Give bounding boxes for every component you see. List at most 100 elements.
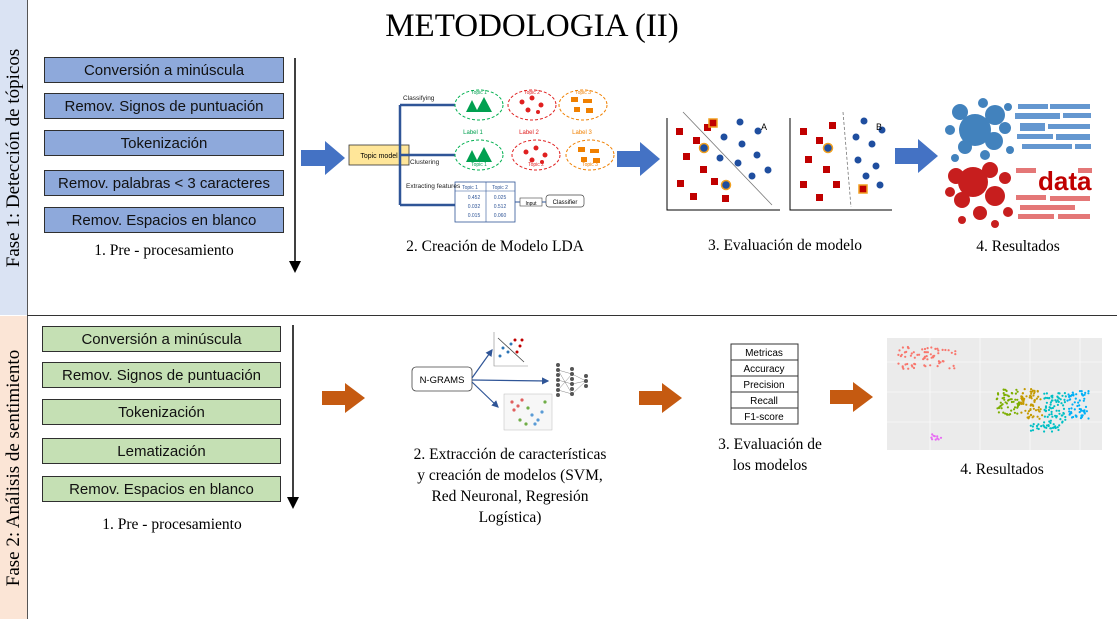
metric-precision: Precision xyxy=(743,380,784,391)
extraction-caption-line-2: y creación de modelos (SVM, xyxy=(417,467,603,484)
map-point xyxy=(1063,398,1066,401)
map-point xyxy=(1050,395,1053,398)
lda-cell-3-2: 0.060 xyxy=(494,213,507,219)
map-point xyxy=(1064,395,1067,398)
map-point xyxy=(997,393,1000,396)
neural-network-mini xyxy=(556,363,588,397)
evaluation-plot-a-label: A xyxy=(761,122,767,132)
lda-topic-3-top: Topic 3 xyxy=(575,90,591,96)
map-point xyxy=(936,435,939,438)
map-point xyxy=(1071,403,1074,406)
map-point xyxy=(1016,390,1019,393)
map-point xyxy=(1072,415,1075,419)
map-point xyxy=(941,348,944,351)
models-evaluation-caption: 3. Evaluación de los modelos xyxy=(700,434,840,476)
map-point xyxy=(1084,391,1087,394)
map-point xyxy=(1069,398,1072,401)
map-point xyxy=(1020,402,1023,405)
map-point xyxy=(1073,408,1076,411)
map-point xyxy=(1083,397,1086,400)
svm-mini-plot xyxy=(493,332,528,367)
map-point xyxy=(1055,416,1058,419)
map-point xyxy=(1030,413,1033,417)
map-point xyxy=(1064,418,1067,421)
map-point xyxy=(1022,401,1025,404)
map-point xyxy=(1029,429,1033,432)
map-point xyxy=(1048,413,1051,416)
metrics-box xyxy=(730,343,799,425)
page-title: METODOLOGIA (II) xyxy=(385,8,679,44)
map-point xyxy=(1002,392,1005,395)
map-point xyxy=(1009,413,1012,416)
lda-branch-extracting: Extracting features xyxy=(406,183,461,190)
map-point xyxy=(1045,392,1048,395)
map-point xyxy=(1054,414,1057,417)
map-point xyxy=(1025,403,1028,406)
models-evaluation-line-2: los modelos xyxy=(732,457,808,474)
map-point xyxy=(906,345,910,349)
phase1-results-caption: 4. Resultados xyxy=(976,238,1060,255)
phase2-results-caption: 4. Resultados xyxy=(960,461,1044,478)
map-point xyxy=(1010,409,1013,412)
map-point xyxy=(931,438,934,441)
map-point xyxy=(1055,400,1058,403)
map-point xyxy=(1078,404,1081,407)
map-point xyxy=(1062,404,1065,407)
map-point xyxy=(1085,410,1088,413)
map-point xyxy=(925,355,928,358)
map-point xyxy=(1011,392,1014,395)
map-point xyxy=(1073,401,1076,404)
map-point xyxy=(898,349,901,352)
map-point xyxy=(936,365,939,368)
map-point xyxy=(1002,396,1006,399)
map-point xyxy=(1038,417,1041,420)
metric-recall: Recall xyxy=(750,396,778,407)
arrow-orange-1 xyxy=(322,383,365,413)
map-point xyxy=(1029,408,1032,412)
evaluation-plot-b-label: B xyxy=(876,122,882,132)
map-point xyxy=(1004,388,1007,391)
map-point xyxy=(1059,398,1062,401)
phase1-step-tokenization: Tokenización xyxy=(44,130,284,156)
map-point xyxy=(902,367,905,370)
map-point xyxy=(1049,401,1052,404)
map-point xyxy=(997,411,1001,414)
map-point xyxy=(1044,410,1047,413)
map-point xyxy=(1061,414,1064,417)
map-point xyxy=(1050,430,1054,433)
map-point xyxy=(916,353,919,356)
map-point xyxy=(923,355,927,358)
phase2-step-tokenization: Tokenización xyxy=(42,399,281,425)
map-point xyxy=(1014,392,1018,395)
map-point xyxy=(1058,424,1061,427)
map-point xyxy=(1051,406,1054,410)
map-point xyxy=(1005,402,1009,405)
map-point xyxy=(1081,393,1084,396)
map-point xyxy=(918,353,921,356)
lda-label-2: Label 2 xyxy=(519,130,539,136)
map-point xyxy=(1068,410,1071,413)
map-point xyxy=(1041,414,1044,417)
metric-f1: F1-score xyxy=(744,412,784,423)
results-bubble-cloud xyxy=(945,96,1097,232)
lda-topic-2-bottom: Topic 2 xyxy=(528,162,544,168)
regression-mini-plot xyxy=(503,393,553,431)
map-point xyxy=(1053,426,1056,429)
map-point xyxy=(1057,400,1060,403)
map-point xyxy=(1044,406,1048,409)
map-point xyxy=(1059,418,1062,421)
map-point xyxy=(1070,411,1073,414)
map-point xyxy=(954,350,957,353)
map-point xyxy=(909,354,913,357)
map-point xyxy=(1029,394,1032,397)
lda-input-label: Input xyxy=(525,201,537,207)
map-point xyxy=(929,364,932,367)
map-point xyxy=(1037,395,1040,398)
map-point xyxy=(1016,412,1019,415)
map-point xyxy=(1033,389,1036,392)
lda-caption: 2. Creación de Modelo LDA xyxy=(406,238,584,255)
map-point xyxy=(1032,394,1035,397)
phase2-preprocess-caption: 1. Pre - procesamiento xyxy=(102,516,242,533)
map-point xyxy=(1049,421,1052,425)
